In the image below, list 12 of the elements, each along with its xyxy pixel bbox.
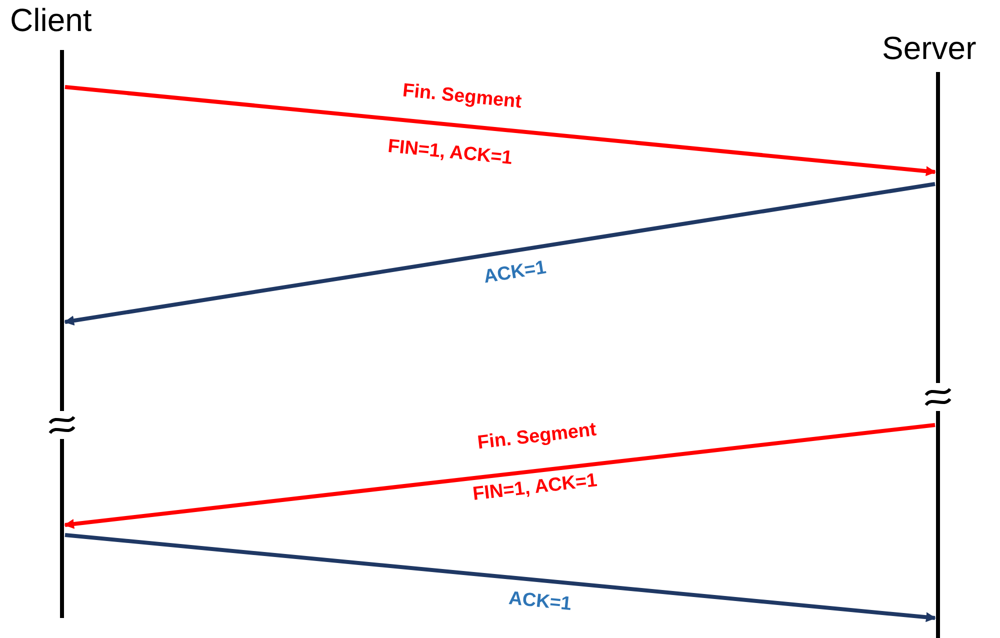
arrow <box>64 85 936 176</box>
edge-label: Fin. Segment <box>402 80 522 114</box>
participant-label: Client <box>10 2 92 38</box>
arrow <box>64 182 936 326</box>
arrow <box>64 423 936 529</box>
edge-label: Fin. Segment <box>476 419 598 455</box>
message-fields: FIN=1, ACK=1 <box>472 470 598 506</box>
edge-label: ACK=1 <box>482 257 548 289</box>
arrow <box>64 533 936 622</box>
message-fields: FIN=1, ACK=1 <box>386 136 514 170</box>
participant-label: Server <box>882 30 976 66</box>
edge-label: ACK=1 <box>508 588 572 616</box>
